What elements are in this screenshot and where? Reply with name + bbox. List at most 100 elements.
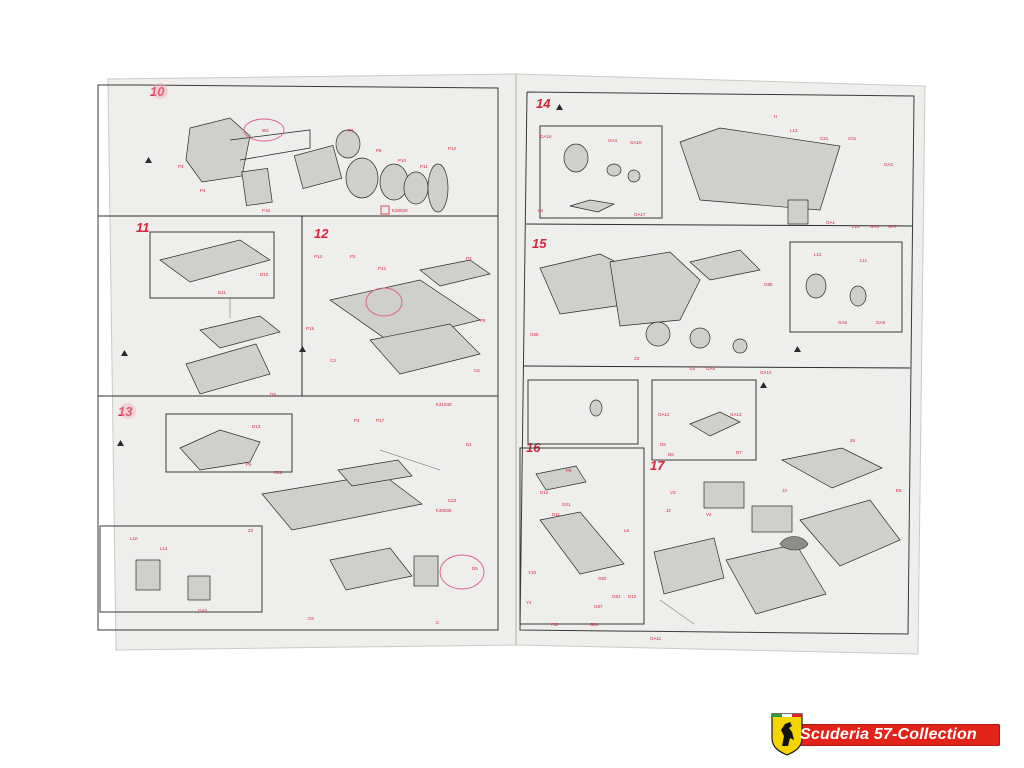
svg-text:GA1: GA1 [826,220,836,225]
scuderia-logo: Scuderia 57-Collection [770,712,1002,758]
svg-text:L4: L4 [538,208,544,213]
svg-text:13: 13 [118,404,133,419]
step-10: 10 W2 P7 P8 P10 P11 P12 P3 P4 [145,83,457,215]
right-page: 14 GA16 GA4 GA10 L4 GA17 H L13 C21 C01 G… [519,91,915,641]
svg-text:17: 17 [650,458,665,473]
svg-text:14: 14 [536,96,551,111]
svg-text:Z2: Z2 [248,528,254,533]
svg-text:D12: D12 [628,594,637,599]
svg-text:L14: L14 [160,546,168,551]
svg-text:G81: G81 [612,594,621,599]
svg-text:P3: P3 [178,164,184,169]
svg-text:D5: D5 [472,566,478,571]
step-12: 12 P13 P2 P12 P3 P15 P8 C3 C6 K31040 [299,226,491,407]
svg-text:GA17: GA17 [634,212,646,217]
svg-text:C01: C01 [848,136,857,141]
svg-text:J3: J3 [782,488,787,493]
svg-text:GA12: GA12 [658,412,670,417]
step-number: 10 [150,84,165,99]
svg-text:D1: D1 [466,442,472,447]
svg-text:P2: P2 [350,254,356,259]
svg-text:P4: P4 [200,188,206,193]
svg-text:D6: D6 [668,452,674,457]
svg-text:K30035: K30035 [436,508,452,513]
svg-text:C3: C3 [330,358,336,363]
left-page: 10 W2 P7 P8 P10 P11 P12 P3 P4 [97,83,499,631]
svg-text:GA3: GA3 [870,224,880,229]
svg-text:P15: P15 [306,326,315,331]
svg-text:GA4: GA4 [608,138,618,143]
svg-text:GA10: GA10 [630,140,642,145]
svg-text:P7: P7 [348,128,354,133]
svg-text:G82: G82 [598,576,607,581]
svg-text:L13: L13 [790,128,798,133]
svg-text:P3: P3 [466,256,472,261]
svg-text:GA7: GA7 [888,224,898,229]
svg-text:P17: P17 [376,418,385,423]
svg-text:P11: P11 [420,164,428,169]
step-11: 11 D10 D11 D9 [121,220,281,397]
logo-text: Scuderia 57-Collection [800,726,977,743]
step-17: 17 GA12 GA13 D9 D6 D7 26 V3 J3 E5 V4 [650,379,902,641]
svg-text:L10: L10 [852,224,860,229]
svg-text:GA13: GA13 [730,412,742,417]
svg-text:Y12: Y12 [550,622,559,627]
svg-text:J2: J2 [666,508,671,513]
svg-text:D9: D9 [660,442,666,447]
svg-text:12: 12 [314,226,329,241]
step-15: 15 G85 G65 Z3 L6 GA5 GA10 L12 L11 GA9 GA… [530,236,903,375]
svg-text:E5: E5 [896,488,902,493]
step-13: 13 D13 P2 P17 D1 C22 P5 C22 Z2 K30 [99,403,485,625]
svg-text:GA11: GA11 [650,636,662,641]
svg-text:L10: L10 [130,536,138,541]
svg-text:P8: P8 [376,148,382,153]
svg-text:L11: L11 [860,258,868,263]
svg-text:15: 15 [532,236,547,251]
svg-text:C21: C21 [820,136,829,141]
svg-text:P10: P10 [398,158,407,163]
svg-text:GA5: GA5 [706,366,716,371]
svg-text:C22: C22 [274,470,283,475]
warning-icon [145,157,152,163]
svg-text:D10: D10 [260,272,269,277]
svg-text:W2: W2 [262,128,269,133]
prancing-horse-shield-icon [771,713,803,756]
svg-text:D11: D11 [218,290,226,295]
step-14: 14 GA16 GA4 GA10 L4 GA17 H L13 C21 C01 G… [536,96,898,229]
svg-text:V3: V3 [670,490,676,495]
step-16: 16 P8 D12 G01 D11 L6 Y10 Y4 Y12 G84 G87 … [519,379,645,627]
svg-text:26: 26 [850,438,856,443]
svg-text:C9: C9 [308,616,314,621]
svg-text:K31040: K31040 [436,402,452,407]
svg-text:P2: P2 [354,418,360,423]
svg-text:L12: L12 [814,252,822,257]
svg-text:D11: D11 [552,512,560,517]
svg-text:D9: D9 [270,392,276,397]
svg-text:GA5: GA5 [838,320,848,325]
svg-text:H: H [774,114,777,119]
svg-text:GA16: GA16 [540,134,552,139]
svg-text:GA5: GA5 [198,608,208,613]
svg-text:GA9: GA9 [876,320,886,325]
svg-text:GA2: GA2 [884,162,894,167]
svg-text:V4: V4 [706,512,712,517]
svg-text:C22: C22 [448,498,457,503]
svg-text:Y10: Y10 [528,570,537,575]
svg-text:G84: G84 [590,622,599,627]
svg-text:L6: L6 [624,528,630,533]
svg-text:K30020: K30020 [392,208,408,213]
svg-text:D7: D7 [736,450,742,455]
svg-text:Z3: Z3 [634,356,640,361]
svg-text:D13: D13 [252,424,261,429]
svg-text:C: C [436,620,440,625]
svg-text:P12: P12 [448,146,457,151]
svg-text:D12: D12 [540,490,549,495]
svg-text:L6: L6 [690,366,696,371]
svg-text:C6: C6 [474,368,480,373]
svg-text:P5: P5 [246,462,252,467]
svg-text:G87: G87 [594,604,603,609]
svg-text:P8: P8 [566,468,572,473]
svg-text:GA10: GA10 [760,370,772,375]
svg-text:P16: P16 [262,208,271,213]
